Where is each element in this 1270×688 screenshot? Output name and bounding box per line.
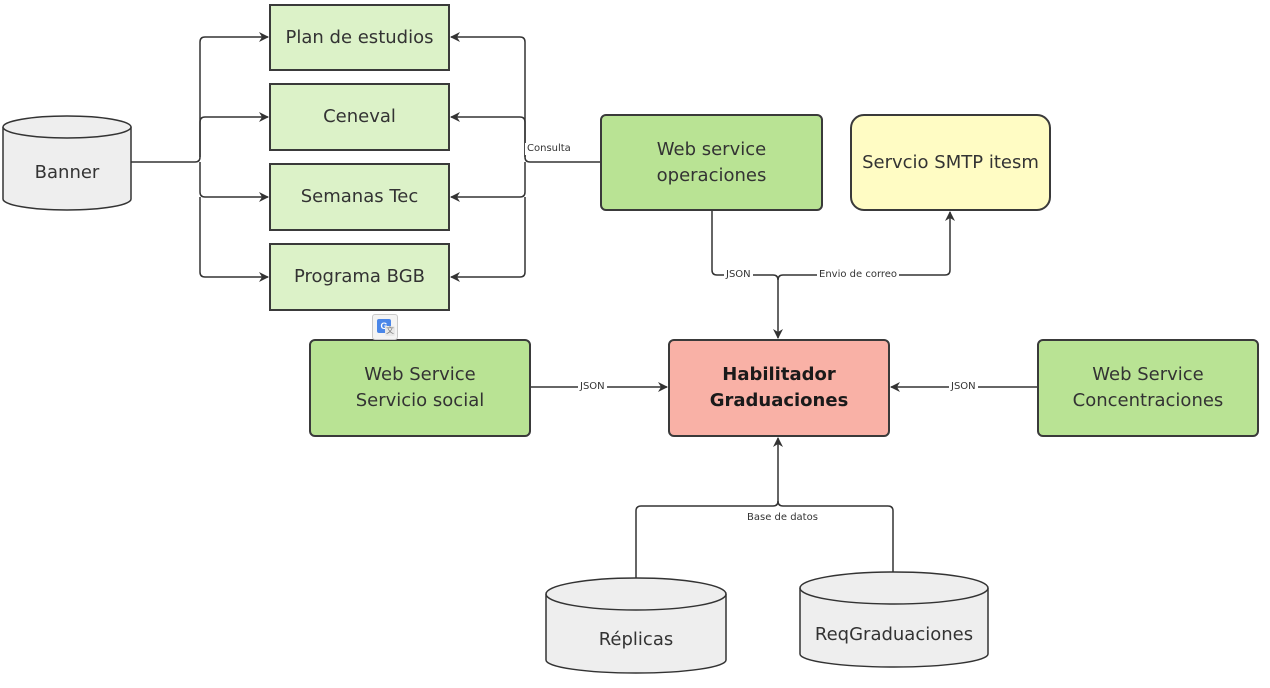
programa-bgb-node[interactable]: Programa BGB <box>269 243 450 311</box>
web-service-social-line2: Servicio social <box>355 390 485 411</box>
habilitador-line2: Graduaciones <box>709 390 849 411</box>
translate-char-glyph: 文 <box>385 326 395 336</box>
json-concentraciones-edge-label: JSON <box>949 381 978 393</box>
banner-label: Banner <box>34 162 100 183</box>
consulta-edge-label: Consulta <box>525 143 573 155</box>
reqgraduaciones-label: ReqGraduaciones <box>814 624 974 645</box>
programa-bgb-label: Programa BGB <box>293 266 426 287</box>
web-service-social-node[interactable]: Web Service Servicio social <box>309 339 531 437</box>
consulta-connectors <box>450 32 600 282</box>
web-service-operaciones-line1: Web service <box>656 138 767 160</box>
reqgraduaciones-database <box>799 571 989 668</box>
habilitador-graduaciones-node[interactable]: Habilitador Graduaciones <box>668 339 890 437</box>
json-operaciones-edge-label: JSON <box>724 269 753 281</box>
banner-connectors <box>131 32 269 282</box>
google-translate-icon[interactable]: G 文 <box>372 314 398 340</box>
smtp-service-label: Servcio SMTP itesm <box>862 151 1039 173</box>
web-service-operaciones-line2: operaciones <box>656 164 767 186</box>
replicas-label: Réplicas <box>598 629 674 650</box>
banner-database <box>2 115 132 211</box>
web-service-concentraciones-line2: Concentraciones <box>1072 390 1224 411</box>
semanas-tec-label: Semanas Tec <box>300 186 419 207</box>
plan-de-estudios-label: Plan de estudios <box>285 26 434 48</box>
web-service-operaciones-node[interactable]: Web service operaciones <box>600 114 823 211</box>
envio-correo-edge-label: Envio de correo <box>817 269 900 281</box>
web-service-social-line1: Web Service <box>364 364 476 385</box>
base-de-datos-edge-label: Base de datos <box>745 512 820 524</box>
habilitador-line1: Habilitador <box>722 364 836 385</box>
json-social-edge-label: JSON <box>578 381 607 393</box>
semanas-tec-node[interactable]: Semanas Tec <box>269 163 450 231</box>
smtp-service-node[interactable]: Servcio SMTP itesm <box>850 114 1051 211</box>
replicas-database <box>545 577 727 674</box>
ceneval-label: Ceneval <box>323 106 396 127</box>
database-connectors <box>635 437 894 578</box>
web-service-concentraciones-node[interactable]: Web Service Concentraciones <box>1037 339 1259 437</box>
ceneval-node[interactable]: Ceneval <box>269 83 450 151</box>
web-service-concentraciones-line1: Web Service <box>1092 364 1204 385</box>
plan-de-estudios-node[interactable]: Plan de estudios <box>269 4 450 71</box>
